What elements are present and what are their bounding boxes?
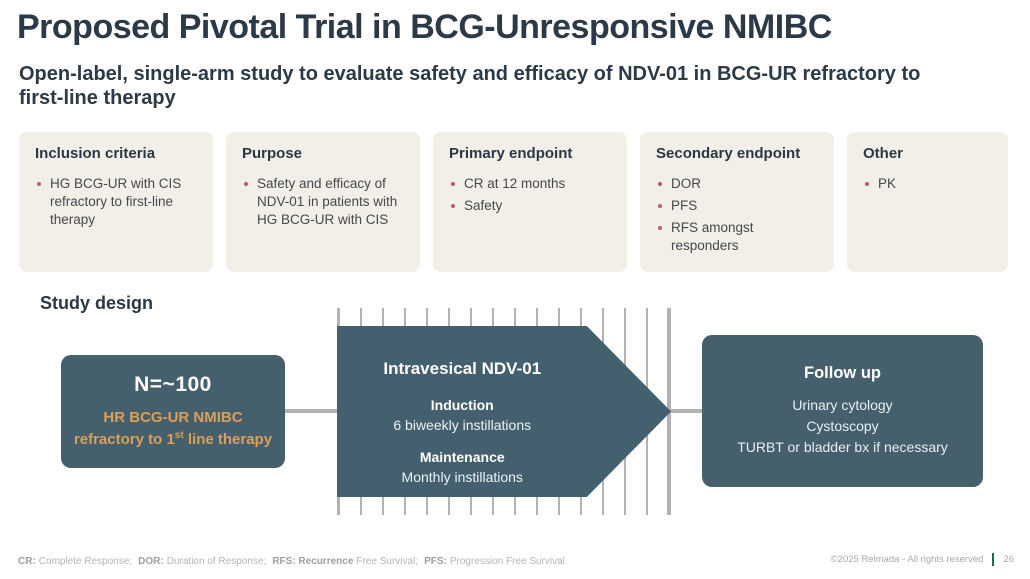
bullet-dot-icon — [451, 203, 455, 208]
abbreviation-definitions: CR:Complete Response; DOR:Duration of Res… — [18, 556, 571, 567]
definition-text: Complete Response; — [38, 556, 133, 567]
bullet-text: HG BCG-UR with CIS refractory to first-l… — [50, 176, 182, 227]
bullet-dot-icon — [37, 182, 41, 186]
criteria-cards-row: Inclusion criteria HG BCG-UR with CIS re… — [19, 132, 1011, 272]
follow-up-item: Urinary cytology — [792, 397, 893, 413]
bullet-text: RFS amongst responders — [671, 219, 754, 253]
bullet-dot-icon — [658, 225, 662, 230]
definition-label: PFS: — [424, 556, 447, 567]
subtitle: Open-label, single-arm study to evaluate… — [19, 63, 921, 109]
list-item: RFS amongst responders — [656, 219, 819, 255]
enrollment-n: N=~100 — [134, 372, 212, 396]
footer-divider-bar — [992, 553, 995, 566]
definition-text: Duration of Response; — [166, 556, 267, 567]
spacer — [337, 436, 588, 447]
page-title: Proposed Pivotal Trial in BCG-Unresponsi… — [17, 8, 832, 46]
connector-line-right — [671, 409, 702, 413]
bullet-text: Safety — [464, 197, 503, 213]
bullet-dot-icon — [865, 182, 869, 186]
bullet-dot-icon — [451, 182, 455, 186]
card-secondary-endpoint: Secondary endpoint DOR PFS RFS amongst r… — [640, 132, 834, 272]
definition-text: Progression Free Survival — [449, 556, 565, 567]
follow-up-box: Follow up Urinary cytology Cystoscopy TU… — [702, 335, 983, 487]
follow-up-item: Cystoscopy — [806, 418, 879, 434]
card-purpose: Purpose Safety and efficacy of NDV-01 in… — [226, 132, 420, 272]
bullet-dot-icon — [658, 182, 662, 186]
definition-label: DOR: — [138, 556, 164, 567]
definition-label: CR: — [18, 556, 36, 567]
list-item: Safety and efficacy of NDV-01 in patient… — [242, 175, 405, 229]
list-item: PFS — [656, 197, 819, 215]
footer-right: ©2025 Relmada - All rights reserved 26 — [831, 553, 1014, 566]
bullet-dot-icon — [244, 182, 248, 186]
list-item: HG BCG-UR with CIS refractory to first-l… — [35, 175, 198, 229]
copyright-text: ©2025 Relmada - All rights reserved — [830, 554, 984, 565]
card-title: Other — [863, 145, 904, 162]
card-title: Purpose — [242, 145, 303, 162]
follow-up-item: TURBT or bladder bx if necessary — [737, 439, 948, 455]
induction-label: Induction — [430, 397, 494, 413]
list-item: PK — [863, 175, 993, 193]
list-item: Safety — [449, 197, 612, 215]
bullet-text: Safety and efficacy of NDV-01 in patient… — [257, 176, 398, 227]
definition-label: RFS: Recurrence — [272, 556, 354, 567]
list-item: CR at 12 months — [449, 175, 612, 193]
card-primary-endpoint: Primary endpoint CR at 12 months Safety — [433, 132, 627, 272]
treatment-title: Intravesical NDV-01 — [383, 359, 542, 378]
treatment-arrow-content: Intravesical NDV-01 Induction 6 biweekly… — [337, 326, 588, 497]
card-title: Inclusion criteria — [35, 145, 156, 162]
study-design-heading: Study design — [40, 293, 154, 313]
enrollment-population: HR BCG-UR NMIBC refractory to 1st line t… — [73, 408, 273, 448]
bullet-text: PFS — [671, 197, 698, 213]
bullet-text: DOR — [671, 176, 701, 191]
bullet-text: CR at 12 months — [464, 176, 566, 191]
card-inclusion-criteria: Inclusion criteria HG BCG-UR with CIS re… — [19, 132, 213, 272]
bullet-dot-icon — [658, 203, 662, 208]
maintenance-text: Monthly instillations — [401, 468, 523, 485]
page-number: 26 — [1003, 554, 1014, 565]
induction-text: 6 biweekly instillations — [393, 417, 532, 434]
card-other: Other PK — [847, 132, 1008, 272]
card-title: Primary endpoint — [449, 145, 573, 162]
follow-up-title: Follow up — [804, 364, 881, 382]
connector-line-left — [285, 409, 337, 413]
list-item: DOR — [656, 175, 819, 193]
bullet-text: PK — [878, 176, 897, 191]
enrollment-box: N=~100 HR BCG-UR NMIBC refractory to 1st… — [61, 355, 285, 468]
card-title: Secondary endpoint — [656, 145, 801, 162]
definition-text: Free Survival; — [356, 556, 419, 567]
maintenance-label: Maintenance — [419, 448, 505, 465]
